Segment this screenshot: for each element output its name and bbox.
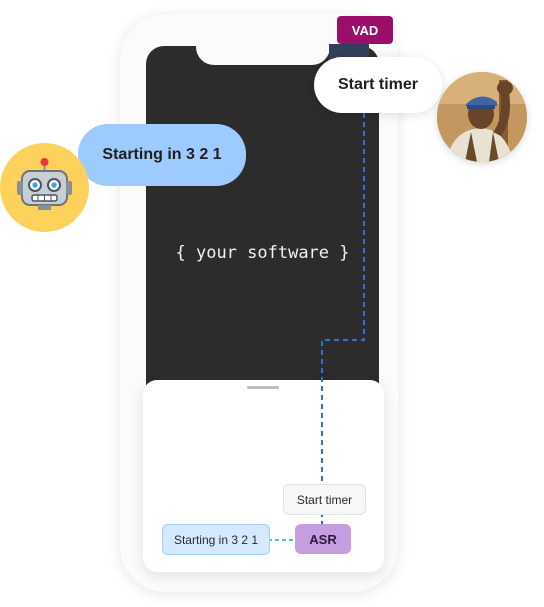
phone-notch [196, 40, 330, 65]
sheet-drag-handle[interactable] [247, 386, 279, 389]
vad-badge: VAD [337, 16, 393, 44]
robot-icon [0, 143, 89, 232]
person-photo-icon [437, 72, 527, 162]
user-transcript-chip: Start timer [283, 484, 366, 515]
asr-badge: ASR [295, 524, 351, 554]
bot-speech-bubble: Starting in 3 2 1 [78, 124, 246, 186]
user-speech-bubble: Start timer [314, 57, 442, 113]
your-software-placeholder: { your software } [175, 243, 350, 263]
bot-transcript-chip: Starting in 3 2 1 [162, 524, 270, 555]
vad-to-asr-connector [321, 104, 365, 524]
